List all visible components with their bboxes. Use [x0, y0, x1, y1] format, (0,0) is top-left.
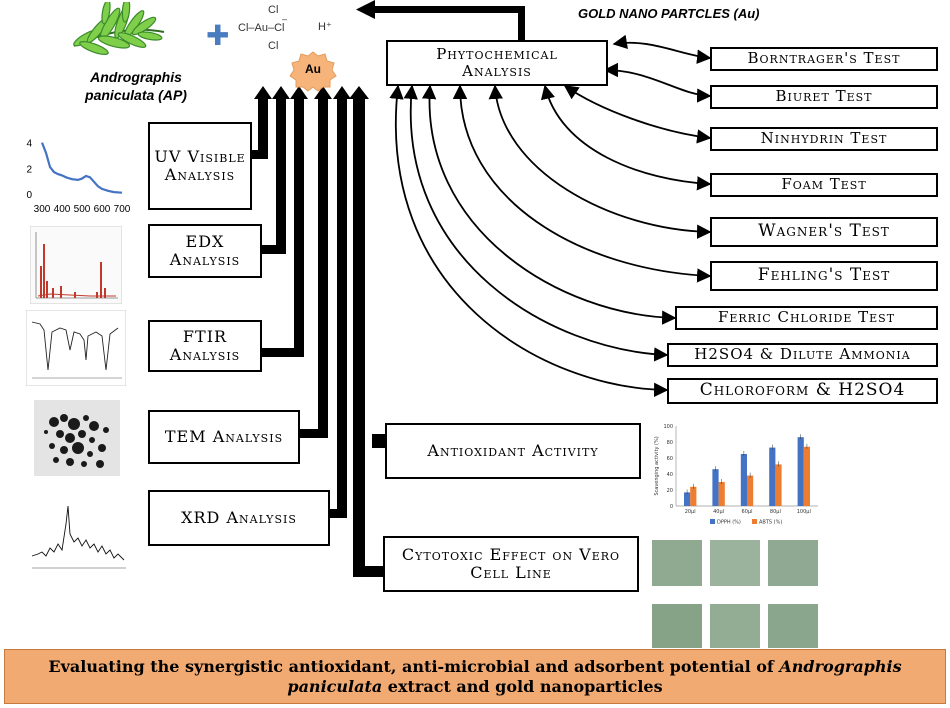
- vero-cell-micrographs: [650, 538, 822, 648]
- micrograph-panel: [652, 604, 702, 648]
- chemical-formula: Cl – Cl–Au–Cl Cl: [238, 4, 328, 54]
- bar-y-tick: 80: [667, 440, 673, 446]
- uv-x-tick: 300: [34, 204, 51, 215]
- ftir-spectrum-image: [26, 310, 126, 386]
- footer-italic: paniculata: [287, 676, 383, 696]
- micrograph-panel: [710, 604, 760, 648]
- test-ferric-chloride: Ferric Chloride Test: [675, 306, 938, 330]
- test-ninhydrin: Ninhydrin Test: [710, 127, 938, 151]
- footer-italic: Andrographis: [779, 656, 902, 676]
- test-borntrager: Borntrager's Test: [710, 47, 938, 71]
- spine-edx: [262, 86, 290, 254]
- uv-series-line: [40, 142, 123, 194]
- spine-uv: [252, 86, 272, 159]
- bar-x-tick: 60µl: [742, 509, 753, 515]
- bar-y-tick: 100: [663, 424, 673, 430]
- uv-x-tick: 400: [54, 204, 71, 215]
- xrd-pattern-image: [28, 494, 130, 584]
- bar-dpph: [797, 437, 804, 506]
- test-wagner: Wagner's Test: [710, 217, 938, 247]
- bar-y-tick: 60: [667, 456, 673, 462]
- micrograph-panel: [652, 540, 702, 586]
- bar-dpph: [712, 469, 719, 506]
- bar-dpph: [740, 454, 747, 506]
- test-h2so4-ammonia: H2SO4 & Dilute Ammonia: [667, 343, 938, 367]
- test-fehling: Fehling's Test: [710, 261, 938, 291]
- uv-x-tick: 600: [94, 204, 111, 215]
- footer-text: extract and gold nanoparticles: [382, 676, 663, 696]
- bar-x-tick: 40µl: [713, 509, 724, 515]
- test-arrows: [389, 34, 712, 397]
- analysis-ftir: FTIR Analysis: [148, 320, 262, 372]
- top-connector: [356, 0, 525, 42]
- analysis-uv-visible: UV Visible Analysis: [148, 122, 252, 210]
- bar-x-tick: 20µl: [685, 509, 696, 515]
- micrograph-panel: [710, 540, 760, 586]
- plant-name-line1: Andrographis: [90, 69, 182, 85]
- legend-swatch: [752, 519, 757, 524]
- au-badge-label: Au: [305, 62, 321, 76]
- uv-x-tick: 700: [114, 204, 130, 215]
- edx-spectrum-image: [30, 226, 122, 304]
- bar-x-tick: 80µl: [770, 509, 781, 515]
- legend-label: ABTS (%): [759, 520, 782, 526]
- bar-abts: [718, 482, 725, 506]
- footer-text: Evaluating the synergistic antioxidant, …: [48, 656, 780, 676]
- uv-x-tick: 500: [74, 204, 91, 215]
- formula-charge: –: [282, 14, 288, 24]
- test-foam: Foam Test: [710, 173, 938, 197]
- formula-main: Cl–Au–Cl: [238, 22, 285, 34]
- plus-icon: ✚: [206, 19, 230, 52]
- bar-chart-bg: [650, 418, 822, 530]
- plant-leaves-icon: [73, 2, 165, 55]
- uv-y-tick: 0: [26, 190, 32, 201]
- spine-activity: [349, 86, 385, 577]
- bar-y-tick: 0: [670, 504, 673, 510]
- test-chloroform-h2so4: Chloroform & H2SO4: [667, 378, 938, 404]
- spine-tem: [300, 86, 332, 438]
- formula-hplus: H⁺: [318, 21, 332, 33]
- footer-banner: Evaluating the synergistic antioxidant, …: [4, 649, 946, 704]
- test-biuret: Biuret Test: [710, 85, 938, 109]
- uv-y-tick: 4: [26, 139, 32, 150]
- bar-abts: [690, 486, 697, 506]
- formula-cl-bottom: Cl: [268, 40, 279, 52]
- bar-x-tick: 100µl: [797, 509, 811, 515]
- bar-y-tick: 20: [667, 488, 673, 494]
- footer-line1: Evaluating the synergistic antioxidant, …: [48, 657, 901, 677]
- legend-label: DPPH (%): [717, 520, 741, 526]
- formula-cl-top: Cl: [268, 4, 279, 16]
- micrograph-panel: [768, 540, 818, 586]
- cytotoxic-effect-box: Cytotoxic Effect on Vero Cell Line: [383, 536, 639, 592]
- spine-xrd: [330, 86, 351, 518]
- analysis-edx: EDX Analysis: [148, 224, 262, 278]
- phytochemical-analysis-box: Phytochemical Analysis: [386, 40, 608, 86]
- bar-y-tick: 40: [667, 472, 673, 478]
- tem-micrograph-image: [34, 400, 120, 476]
- bar-dpph: [769, 447, 776, 506]
- bar-y-label: Scavenging activity (%): [654, 436, 660, 495]
- antioxidant-activity-box: Antioxidant Activity: [385, 423, 641, 479]
- micrograph-panel: [768, 604, 818, 648]
- bar-abts: [775, 464, 782, 506]
- legend-swatch: [710, 519, 715, 524]
- spine-ftir: [262, 86, 308, 357]
- plant-name: Andrographis paniculata (AP): [66, 68, 206, 104]
- footer-line2: paniculata extract and gold nanoparticle…: [287, 677, 662, 697]
- analysis-xrd: XRD Analysis: [148, 490, 330, 546]
- bar-dpph: [684, 492, 691, 506]
- analysis-tem: TEM Analysis: [148, 410, 300, 464]
- bar-abts: [803, 446, 810, 506]
- uv-y-tick: 2: [26, 164, 32, 175]
- plant-name-line2: paniculata (AP): [85, 87, 187, 103]
- bar-abts: [747, 475, 754, 506]
- au-badge: [289, 51, 337, 92]
- gold-nanoparticles-title: GOLD NANO PARTCLES (Au): [578, 6, 760, 21]
